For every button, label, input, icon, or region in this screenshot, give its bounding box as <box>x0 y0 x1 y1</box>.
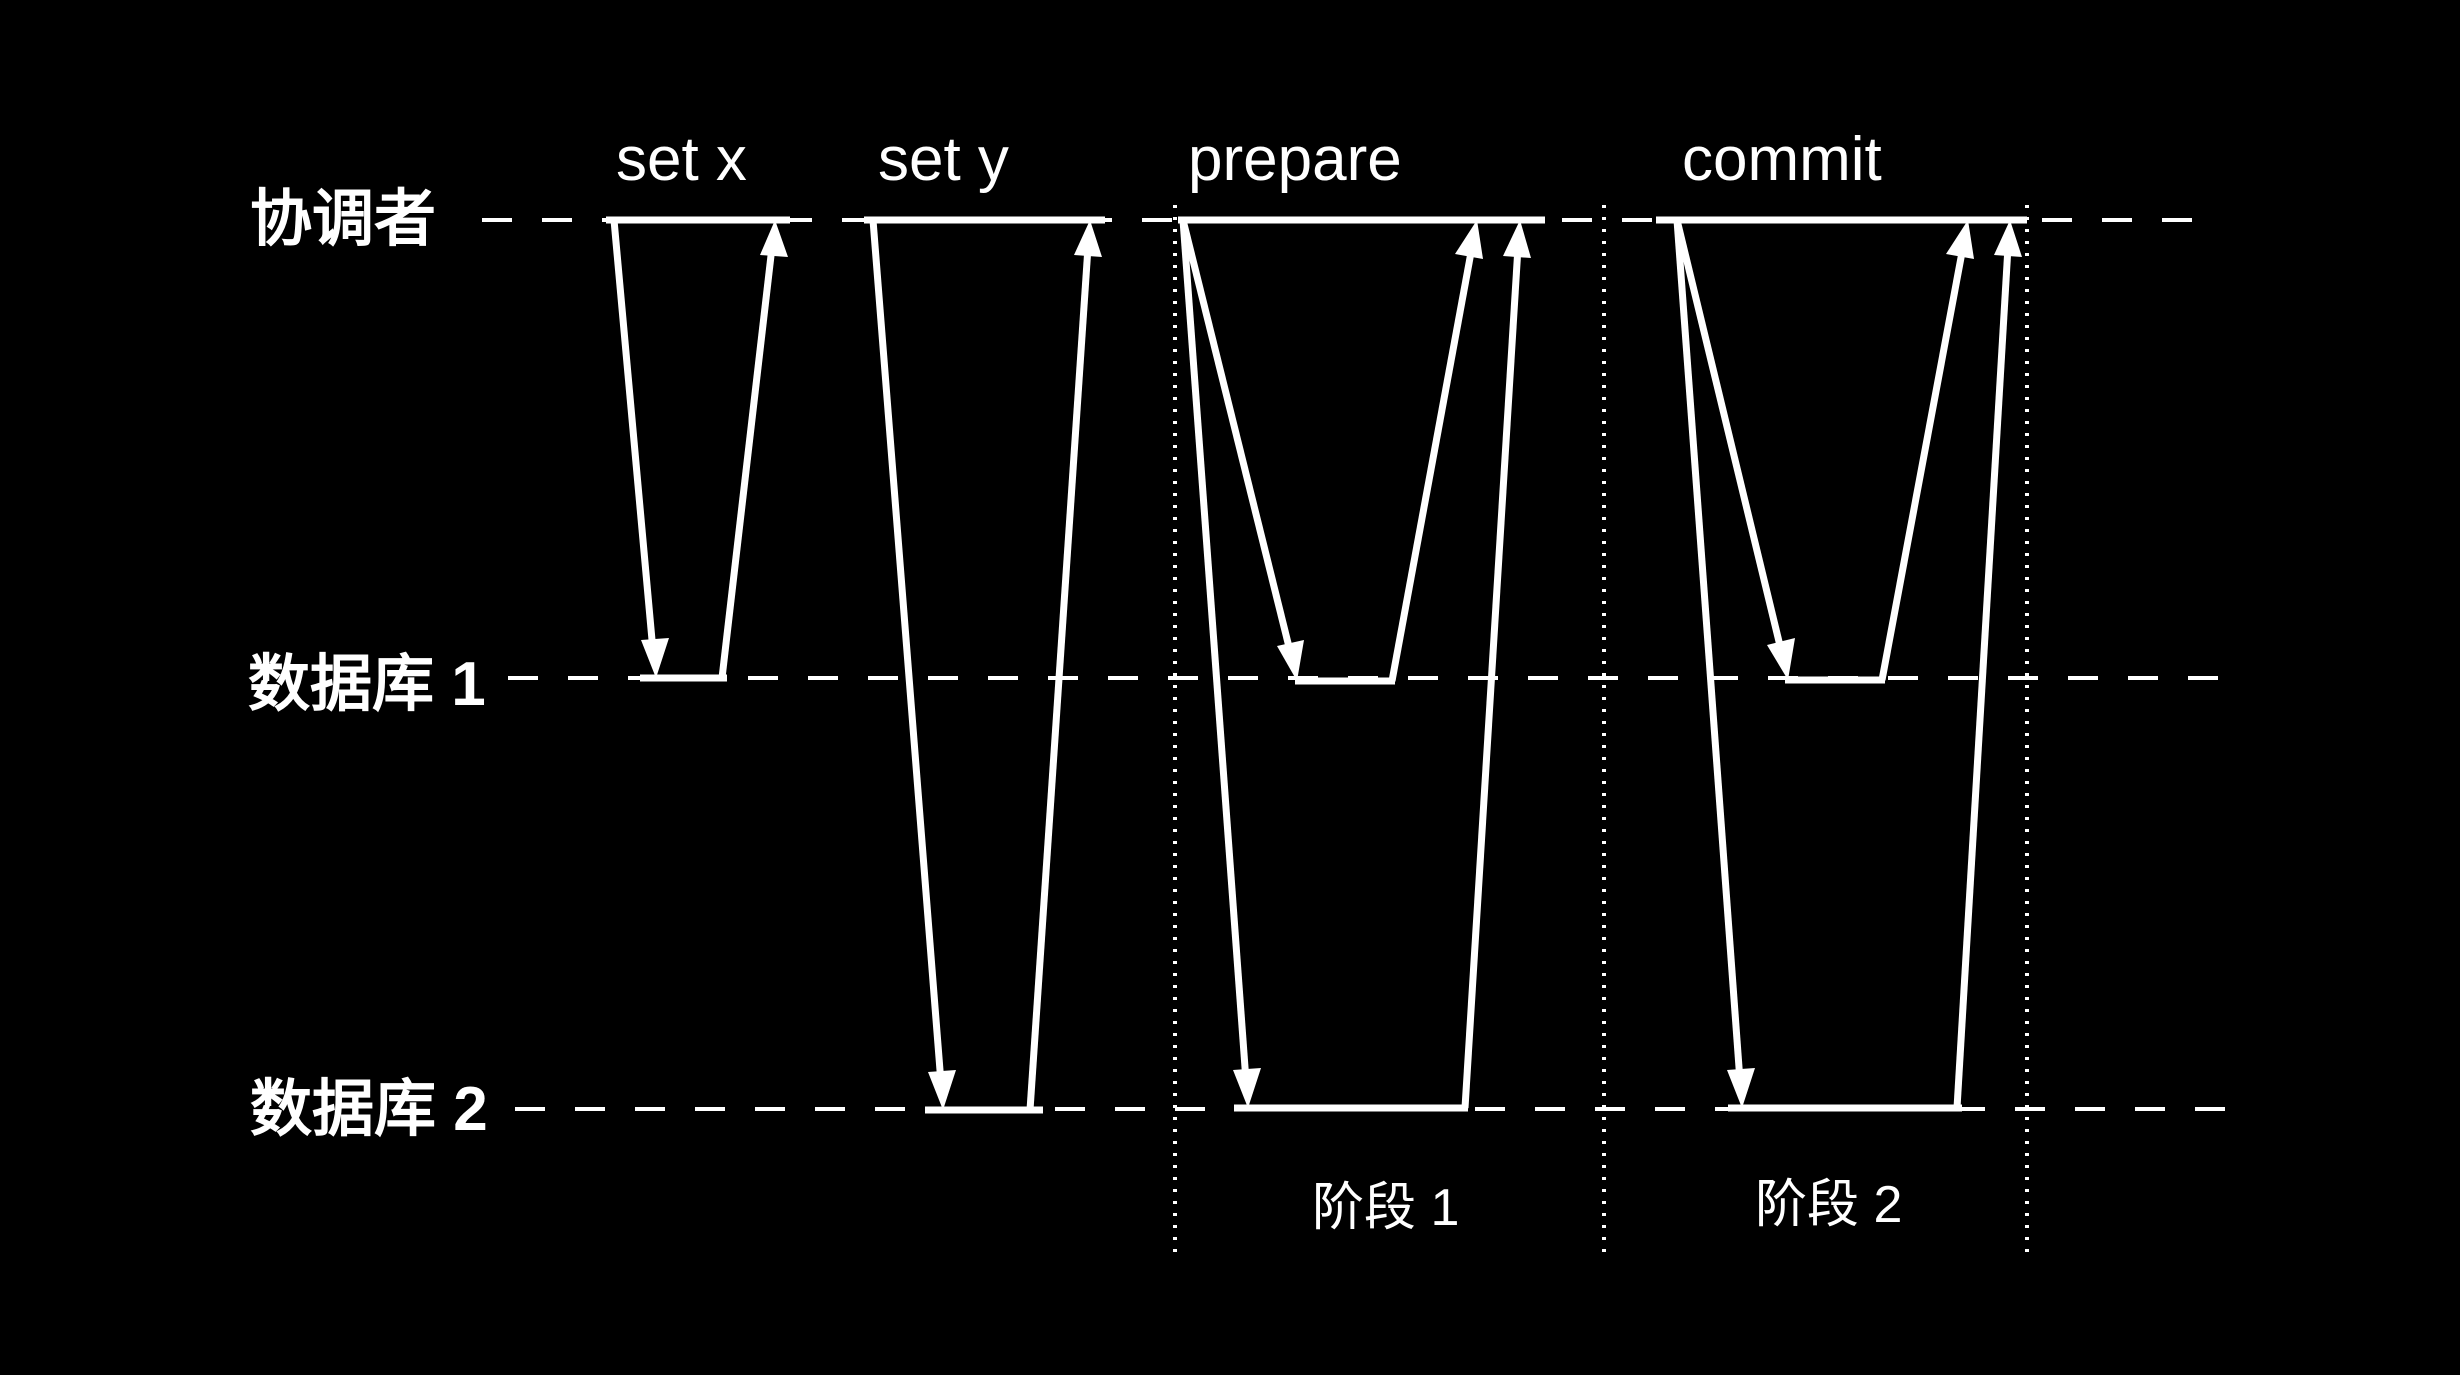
arrow-set-x-request <box>610 219 657 652</box>
phase-label-1: 阶段 1 <box>1312 1179 1459 1237</box>
arrow-commit-response-db1 <box>1878 246 1967 681</box>
op-label-set-x: set x <box>616 125 747 194</box>
arrow-prepare-request-db1 <box>1179 219 1295 656</box>
arrowhead-prepare-response-db2 <box>1503 220 1531 258</box>
arrowhead-prepare-request-db2 <box>1233 1068 1261 1108</box>
arrow-commit-request-db2 <box>1673 219 1744 1082</box>
arrowhead-set-y-response <box>1074 220 1102 257</box>
arrowhead-set-y-request <box>928 1070 956 1110</box>
arrow-set-y-request <box>869 219 945 1084</box>
arrowhead-commit-request-db1 <box>1767 638 1795 680</box>
message-arrows <box>610 219 2022 1111</box>
phase-label-2: 阶段 2 <box>1755 1176 1902 1234</box>
arrowhead-commit-request-db2 <box>1727 1068 1755 1108</box>
arrowhead-prepare-response-db1 <box>1455 220 1483 259</box>
lane-label-coordinator: 协调者 <box>250 185 436 254</box>
op-label-prepare: prepare <box>1188 125 1402 194</box>
activation-bars <box>606 216 2027 1114</box>
op-label-commit: commit <box>1682 125 1882 194</box>
arrow-prepare-response-db1 <box>1388 246 1476 682</box>
op-label-set-y: set y <box>878 125 1009 194</box>
arrow-prepare-request-db2 <box>1179 219 1250 1082</box>
lane-label-db1: 数据库 1 <box>248 650 486 719</box>
arrow-set-x-response <box>718 246 776 679</box>
arrowhead-set-x-request <box>641 638 669 678</box>
arrowhead-set-x-response <box>760 220 788 257</box>
arrowhead-commit-response-db2 <box>1994 220 2022 257</box>
arrowhead-prepare-request-db1 <box>1277 640 1304 681</box>
arrow-set-y-response <box>1026 246 1092 1111</box>
lane-label-db2: 数据库 2 <box>250 1075 488 1144</box>
arrow-commit-response-db2 <box>1953 246 2012 1109</box>
arrow-commit-request-db1 <box>1673 219 1786 655</box>
arrowhead-commit-response-db1 <box>1946 220 1974 259</box>
arrow-prepare-response-db2 <box>1461 246 1522 1109</box>
